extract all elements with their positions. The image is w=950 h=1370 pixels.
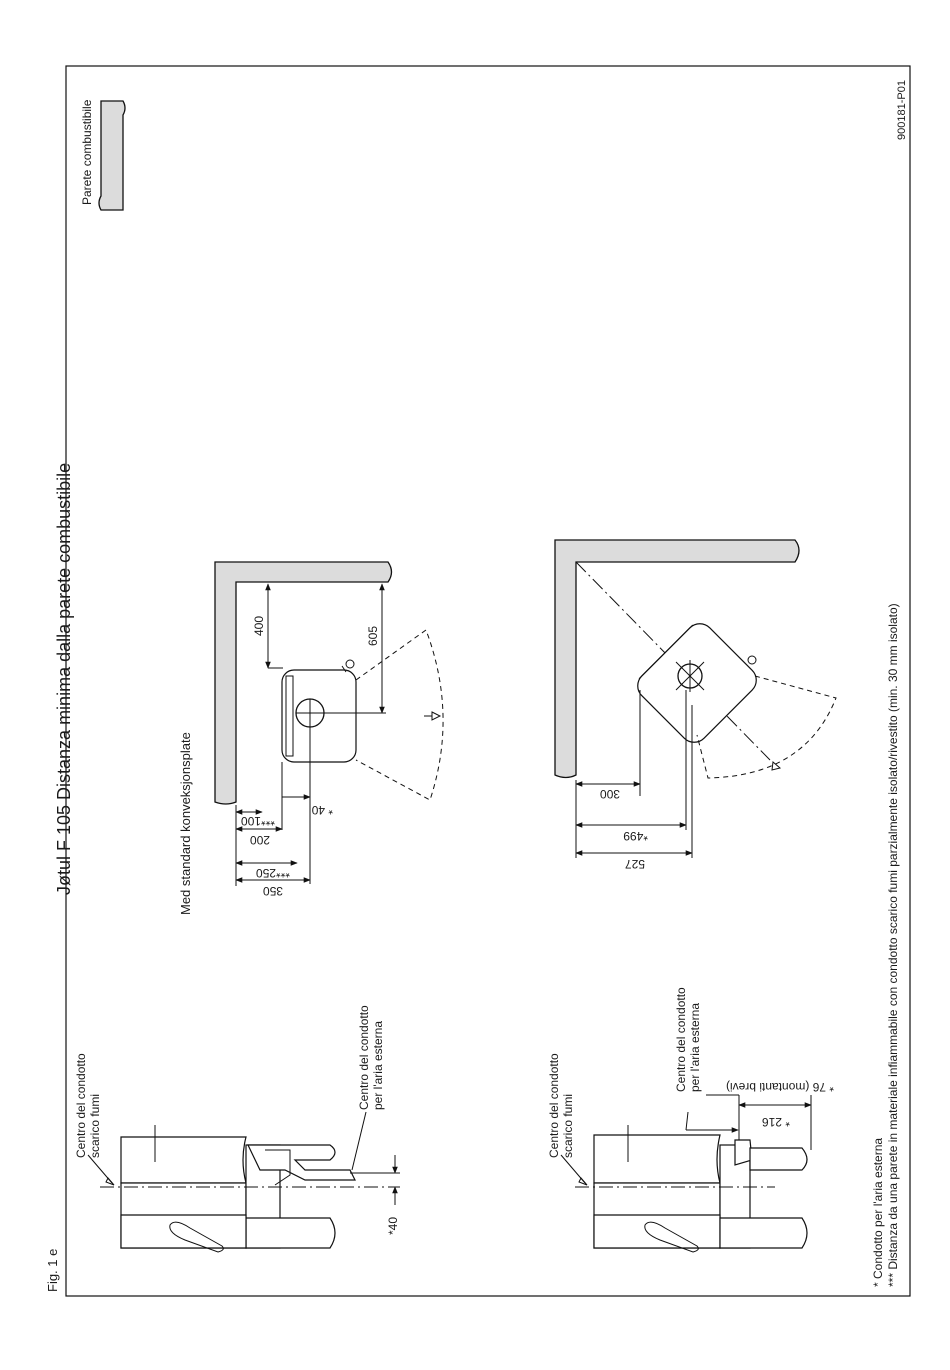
page-title: Jøtul F 105 Distanza minima dalla parete… <box>54 463 74 895</box>
footnote-2: *** Distanza da una parete in materiale … <box>886 603 900 1287</box>
side-1-air-label: Centro del condotto per l'aria esterna <box>357 1002 385 1110</box>
side-1-flue-label: Centro del condotto scarico fumi <box>74 1050 102 1158</box>
corner-view: 300 *499 527 <box>554 539 837 871</box>
legend-label: Parete combustibile <box>80 99 94 205</box>
figure-label: Fig. 1 e <box>45 1249 60 1292</box>
dim-100: ***100 <box>241 814 275 828</box>
side-view-1: *40 Centro del condotto scarico fumi Cen… <box>74 1002 400 1253</box>
top-view-wall <box>214 561 393 805</box>
side-2-flue-label: Centro del condotto scarico fumi <box>547 1050 575 1158</box>
top-view-caption: Med standard konveksjonsplate <box>178 732 193 915</box>
dim-250: ***250 <box>256 866 290 880</box>
dim-350: 350 <box>263 884 283 898</box>
side-view-2: * 216 * 76 (montanti brevi) Centro del c… <box>547 984 834 1253</box>
top-view: 400 605 * 40 ***100 200 ***250 350 Med s… <box>178 561 444 915</box>
side-2-air-label: Centro del condotto per l'aria esterna <box>674 984 702 1092</box>
dim-40: * 40 <box>311 803 333 817</box>
dim-300: 300 <box>600 787 620 801</box>
dim-605: 605 <box>366 626 380 646</box>
footnote-1: * Condotto per l'aria esterna <box>871 1138 885 1287</box>
dim-400: 400 <box>252 616 266 636</box>
legend: Parete combustibile <box>80 99 126 211</box>
page-frame <box>65 65 911 1297</box>
dim-200: 200 <box>250 833 270 847</box>
top-view-convection-plate <box>285 675 294 757</box>
dim-499: *499 <box>623 829 648 843</box>
dim-40-side: *40 <box>386 1217 400 1235</box>
legend-wall-swatch <box>98 100 126 211</box>
dim-216: * 216 <box>762 1115 790 1129</box>
top-view-stove <box>281 669 357 763</box>
dim-76: * 76 (montanti brevi) <box>726 1080 834 1094</box>
dim-527: 527 <box>625 857 645 871</box>
doc-code: 900181-P01 <box>896 80 908 140</box>
top-view-door-swing <box>355 629 444 801</box>
